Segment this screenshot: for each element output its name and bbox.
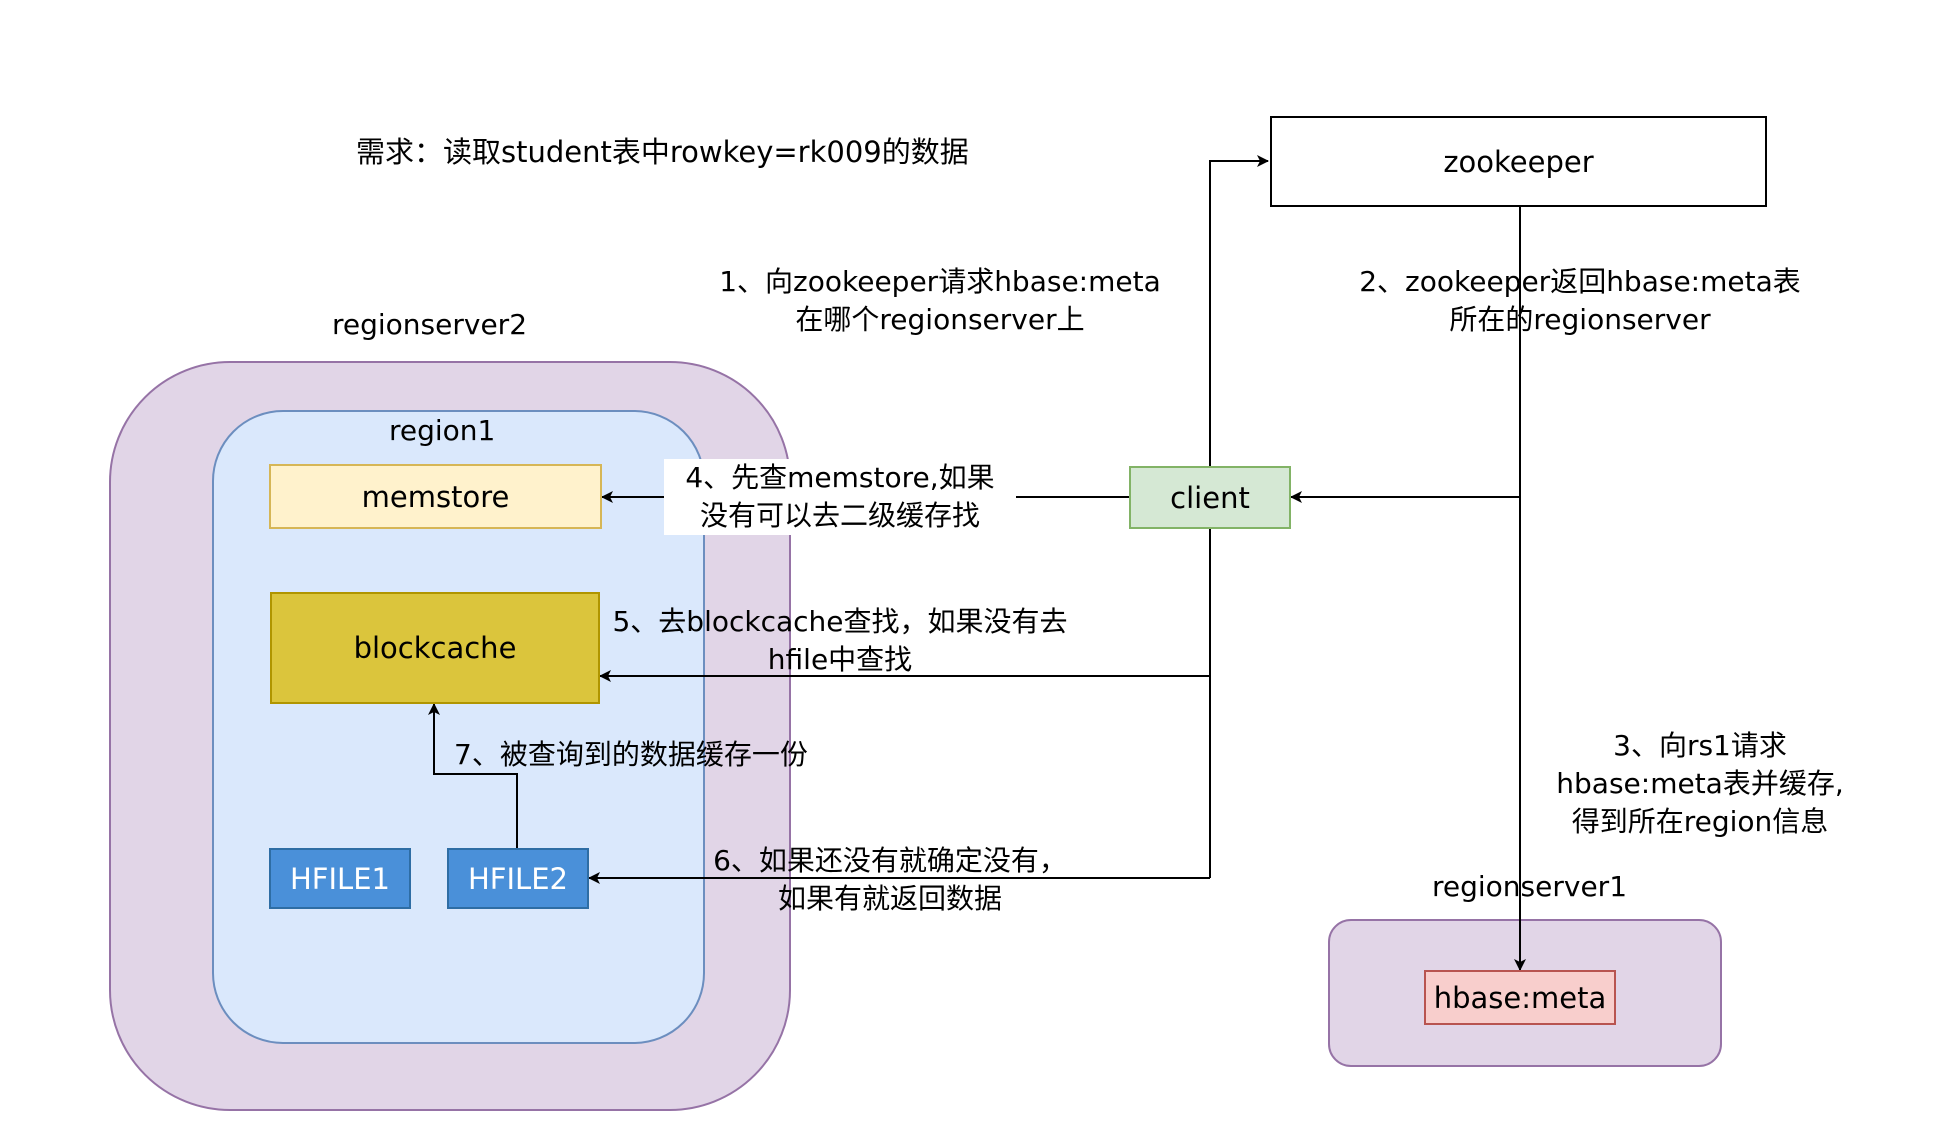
- step-2-annotation: 2、zookeeper返回hbase:meta表 所在的regionserver: [1359, 265, 1801, 336]
- regionserver1-label: regionserver1: [1432, 870, 1628, 903]
- client-label: client: [1170, 480, 1250, 515]
- arrow-client-to-zookeeper: [1209, 155, 1269, 466]
- region1-label: region1: [389, 414, 496, 447]
- hbase-meta-label: hbase:meta: [1433, 980, 1607, 1015]
- requirement-title: 需求：读取student表中rowkey=rk009的数据: [356, 135, 969, 169]
- arrow-hfile2-to-blockcache: [428, 703, 518, 848]
- hfile2-box: HFILE2: [447, 848, 589, 909]
- step-4-annotation: 4、先查memstore,如果 没有可以去二级缓存找: [664, 459, 1016, 535]
- hfile1-label: HFILE1: [290, 861, 390, 896]
- step-7-annotation: 7、被查询到的数据缓存一份: [454, 738, 808, 771]
- memstore-box: memstore: [269, 464, 602, 529]
- zookeeper-box: zookeeper: [1270, 116, 1767, 207]
- step-6-annotation: 6、如果还没有就确定没有， 如果有就返回数据: [713, 844, 1067, 915]
- hfile1-box: HFILE1: [269, 848, 411, 909]
- blockcache-box: blockcache: [270, 592, 600, 704]
- step-3-annotation: 3、向rs1请求 hbase:meta表并缓存, 得到所在region信息: [1556, 729, 1844, 838]
- zookeeper-label: zookeeper: [1443, 144, 1594, 179]
- step-1-annotation: 1、向zookeeper请求hbase:meta 在哪个regionserver…: [719, 265, 1161, 336]
- regionserver2-label: regionserver2: [332, 308, 528, 341]
- blockcache-label: blockcache: [353, 631, 517, 665]
- step-5-annotation: 5、去blockcache查找，如果没有去 hfile中查找: [612, 605, 1068, 676]
- memstore-label: memstore: [361, 479, 510, 514]
- client-box: client: [1129, 466, 1291, 529]
- hfile2-label: HFILE2: [468, 861, 568, 896]
- hbase-meta-box: hbase:meta: [1424, 970, 1616, 1025]
